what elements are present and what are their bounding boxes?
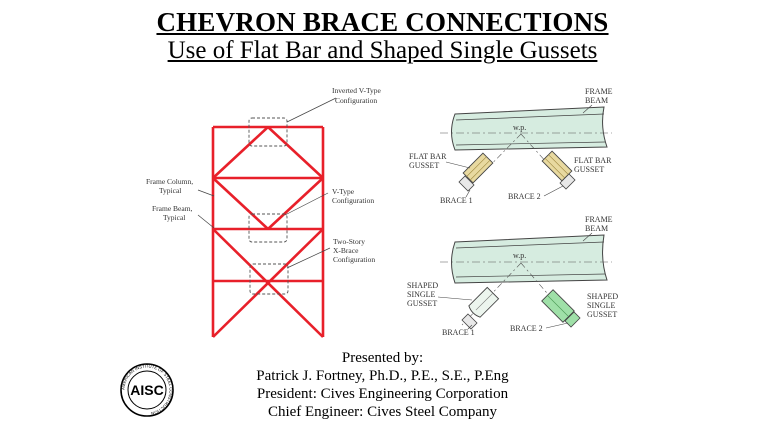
label-x-brace-1: Two-Story — [333, 237, 365, 246]
label-v-type-2: Configuration — [332, 196, 374, 205]
frame-beam-detail-top — [451, 106, 608, 151]
detail-bottom-frame-2: BEAM — [585, 224, 608, 233]
logo-text: AISC — [130, 382, 163, 398]
detail-flat-bar: FRAME BEAM w.p. FLAT BAR GUSSET FLAT BAR… — [409, 87, 613, 205]
detail-top-gusset-right-2: GUSSET — [574, 165, 604, 174]
detail-top-wp: w.p. — [513, 123, 526, 132]
beam-flange-line-top — [455, 113, 605, 121]
label-x-brace-3: Configuration — [333, 255, 375, 264]
label-inverted-v-1: Inverted V-Type — [332, 86, 382, 95]
label-v-type-1: V-Type — [332, 187, 355, 196]
frame-elevation — [211, 125, 325, 338]
leader-inverted-v — [286, 97, 337, 123]
detail-shaped-gusset: FRAME BEAM w.p. SHAPED SINGLE GUSSET SHA… — [407, 215, 618, 337]
label-frame-column-1: Frame Column, — [146, 177, 193, 186]
credits-presented-by: Presented by: — [341, 350, 424, 366]
beam-flange-line-bot-b — [455, 273, 606, 278]
detail-bottom-brace-1: BRACE 1 — [442, 328, 475, 337]
brace-v-right — [267, 177, 324, 230]
brace-inv-v-left — [212, 126, 269, 179]
brace-x-b — [212, 228, 324, 338]
beam-flange-line-top-b — [455, 241, 605, 249]
credits-title-1: President: Cives Engineering Corporation — [256, 386, 509, 402]
callout-box-x — [249, 263, 289, 295]
leader-beam — [197, 214, 215, 229]
aisc-logo: AMERICAN INSTITUTE OF STEEL CONSTRUCTION… — [120, 363, 174, 417]
brace-2-top — [559, 173, 576, 190]
detail-top-brace-1: BRACE 1 — [440, 196, 473, 205]
credits-block: Presented by: Patrick J. Fortney, Ph.D.,… — [0, 349, 765, 421]
detail-top-gusset-left-1: FLAT BAR — [409, 152, 447, 161]
callout-box-v — [248, 213, 288, 243]
leader-x — [286, 247, 331, 269]
beam-flange-line-bot — [455, 141, 606, 146]
detail-bottom-gusset-right-2: SINGLE — [587, 301, 616, 310]
credits-presenter: Patrick J. Fortney, Ph.D., P.E., S.E., P… — [256, 368, 509, 384]
slide-title: CHEVRON BRACE CONNECTIONS — [156, 7, 609, 37]
brace-1-top — [458, 175, 475, 192]
detail-bottom-gusset-left-2: SINGLE — [407, 290, 436, 299]
label-frame-beam-2: Typical — [163, 213, 185, 222]
detail-bottom-brace-2: BRACE 2 — [510, 324, 543, 333]
frame-beam-detail-bottom — [451, 234, 608, 284]
label-inverted-v-2: Configuration — [335, 96, 377, 105]
flat-bar-gusset-left — [462, 152, 494, 184]
detail-top-brace-2: BRACE 2 — [508, 192, 541, 201]
detail-top-gusset-left-2: GUSSET — [409, 161, 439, 170]
detail-top-frame-2: BEAM — [585, 96, 608, 105]
brace-inv-v-right — [267, 126, 324, 179]
detail-bottom-gusset-left-3: GUSSET — [407, 299, 437, 308]
brace-v-left — [212, 177, 269, 230]
leader-v — [284, 192, 329, 216]
brace-1-bottom — [461, 313, 478, 330]
detail-bottom-frame-1: FRAME — [585, 215, 613, 224]
leader-column — [197, 189, 215, 197]
slide-subtitle: Use of Flat Bar and Shaped Single Gusset… — [167, 37, 598, 64]
detail-top-frame-1: FRAME — [585, 87, 613, 96]
label-x-brace-2: X-Brace — [333, 246, 359, 255]
frame-labels: Inverted V-Type Configuration Frame Colu… — [146, 86, 382, 264]
detail-bottom-wp: w.p. — [513, 251, 526, 260]
label-frame-beam-1: Frame Beam, — [152, 204, 193, 213]
wp-line-right-bottom — [520, 262, 573, 323]
detail-bottom-gusset-left-1: SHAPED — [407, 281, 438, 290]
credits-title-2: Chief Engineer: Cives Steel Company — [267, 404, 498, 420]
label-frame-column-2: Typical — [159, 186, 181, 195]
detail-bottom-gusset-right-1: SHAPED — [587, 292, 618, 301]
detail-top-gusset-right-1: FLAT BAR — [574, 156, 612, 165]
callout-box-inverted-v — [248, 117, 288, 147]
brace-2-bottom — [564, 311, 581, 328]
detail-bottom-gusset-right-3: GUSSET — [587, 310, 617, 319]
